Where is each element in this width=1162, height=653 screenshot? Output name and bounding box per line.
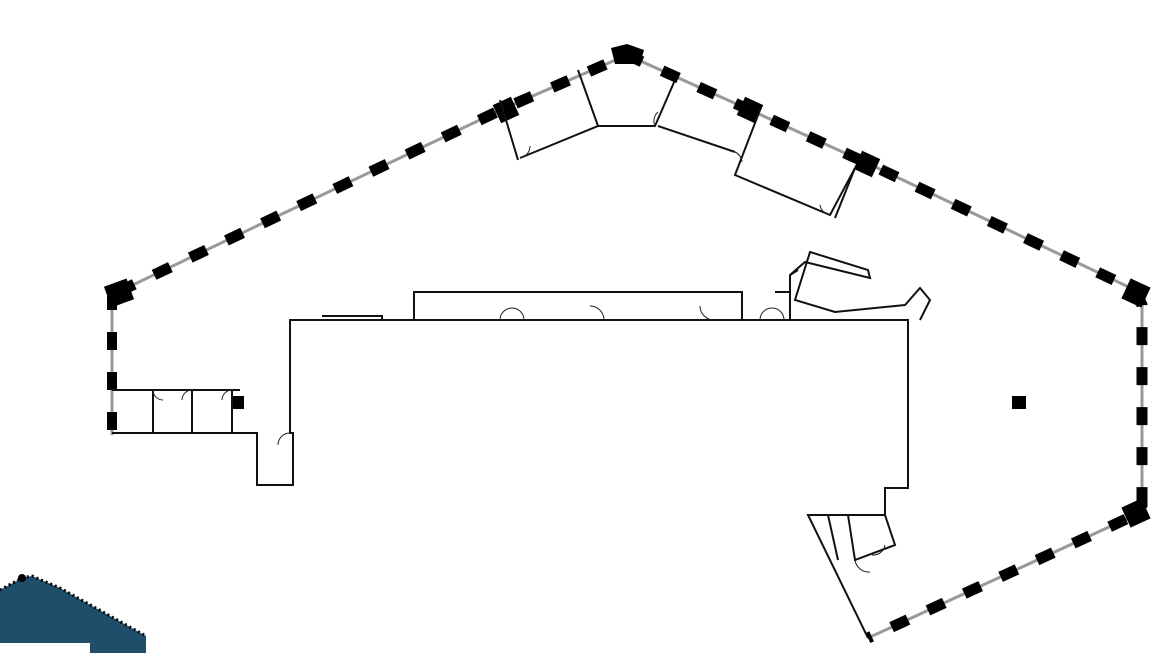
door-swings [152,111,886,573]
key-plan-thumbnail [0,574,147,653]
structural-columns [103,44,1151,528]
exterior-window-wall [107,48,1148,643]
interior-walls [112,69,932,639]
